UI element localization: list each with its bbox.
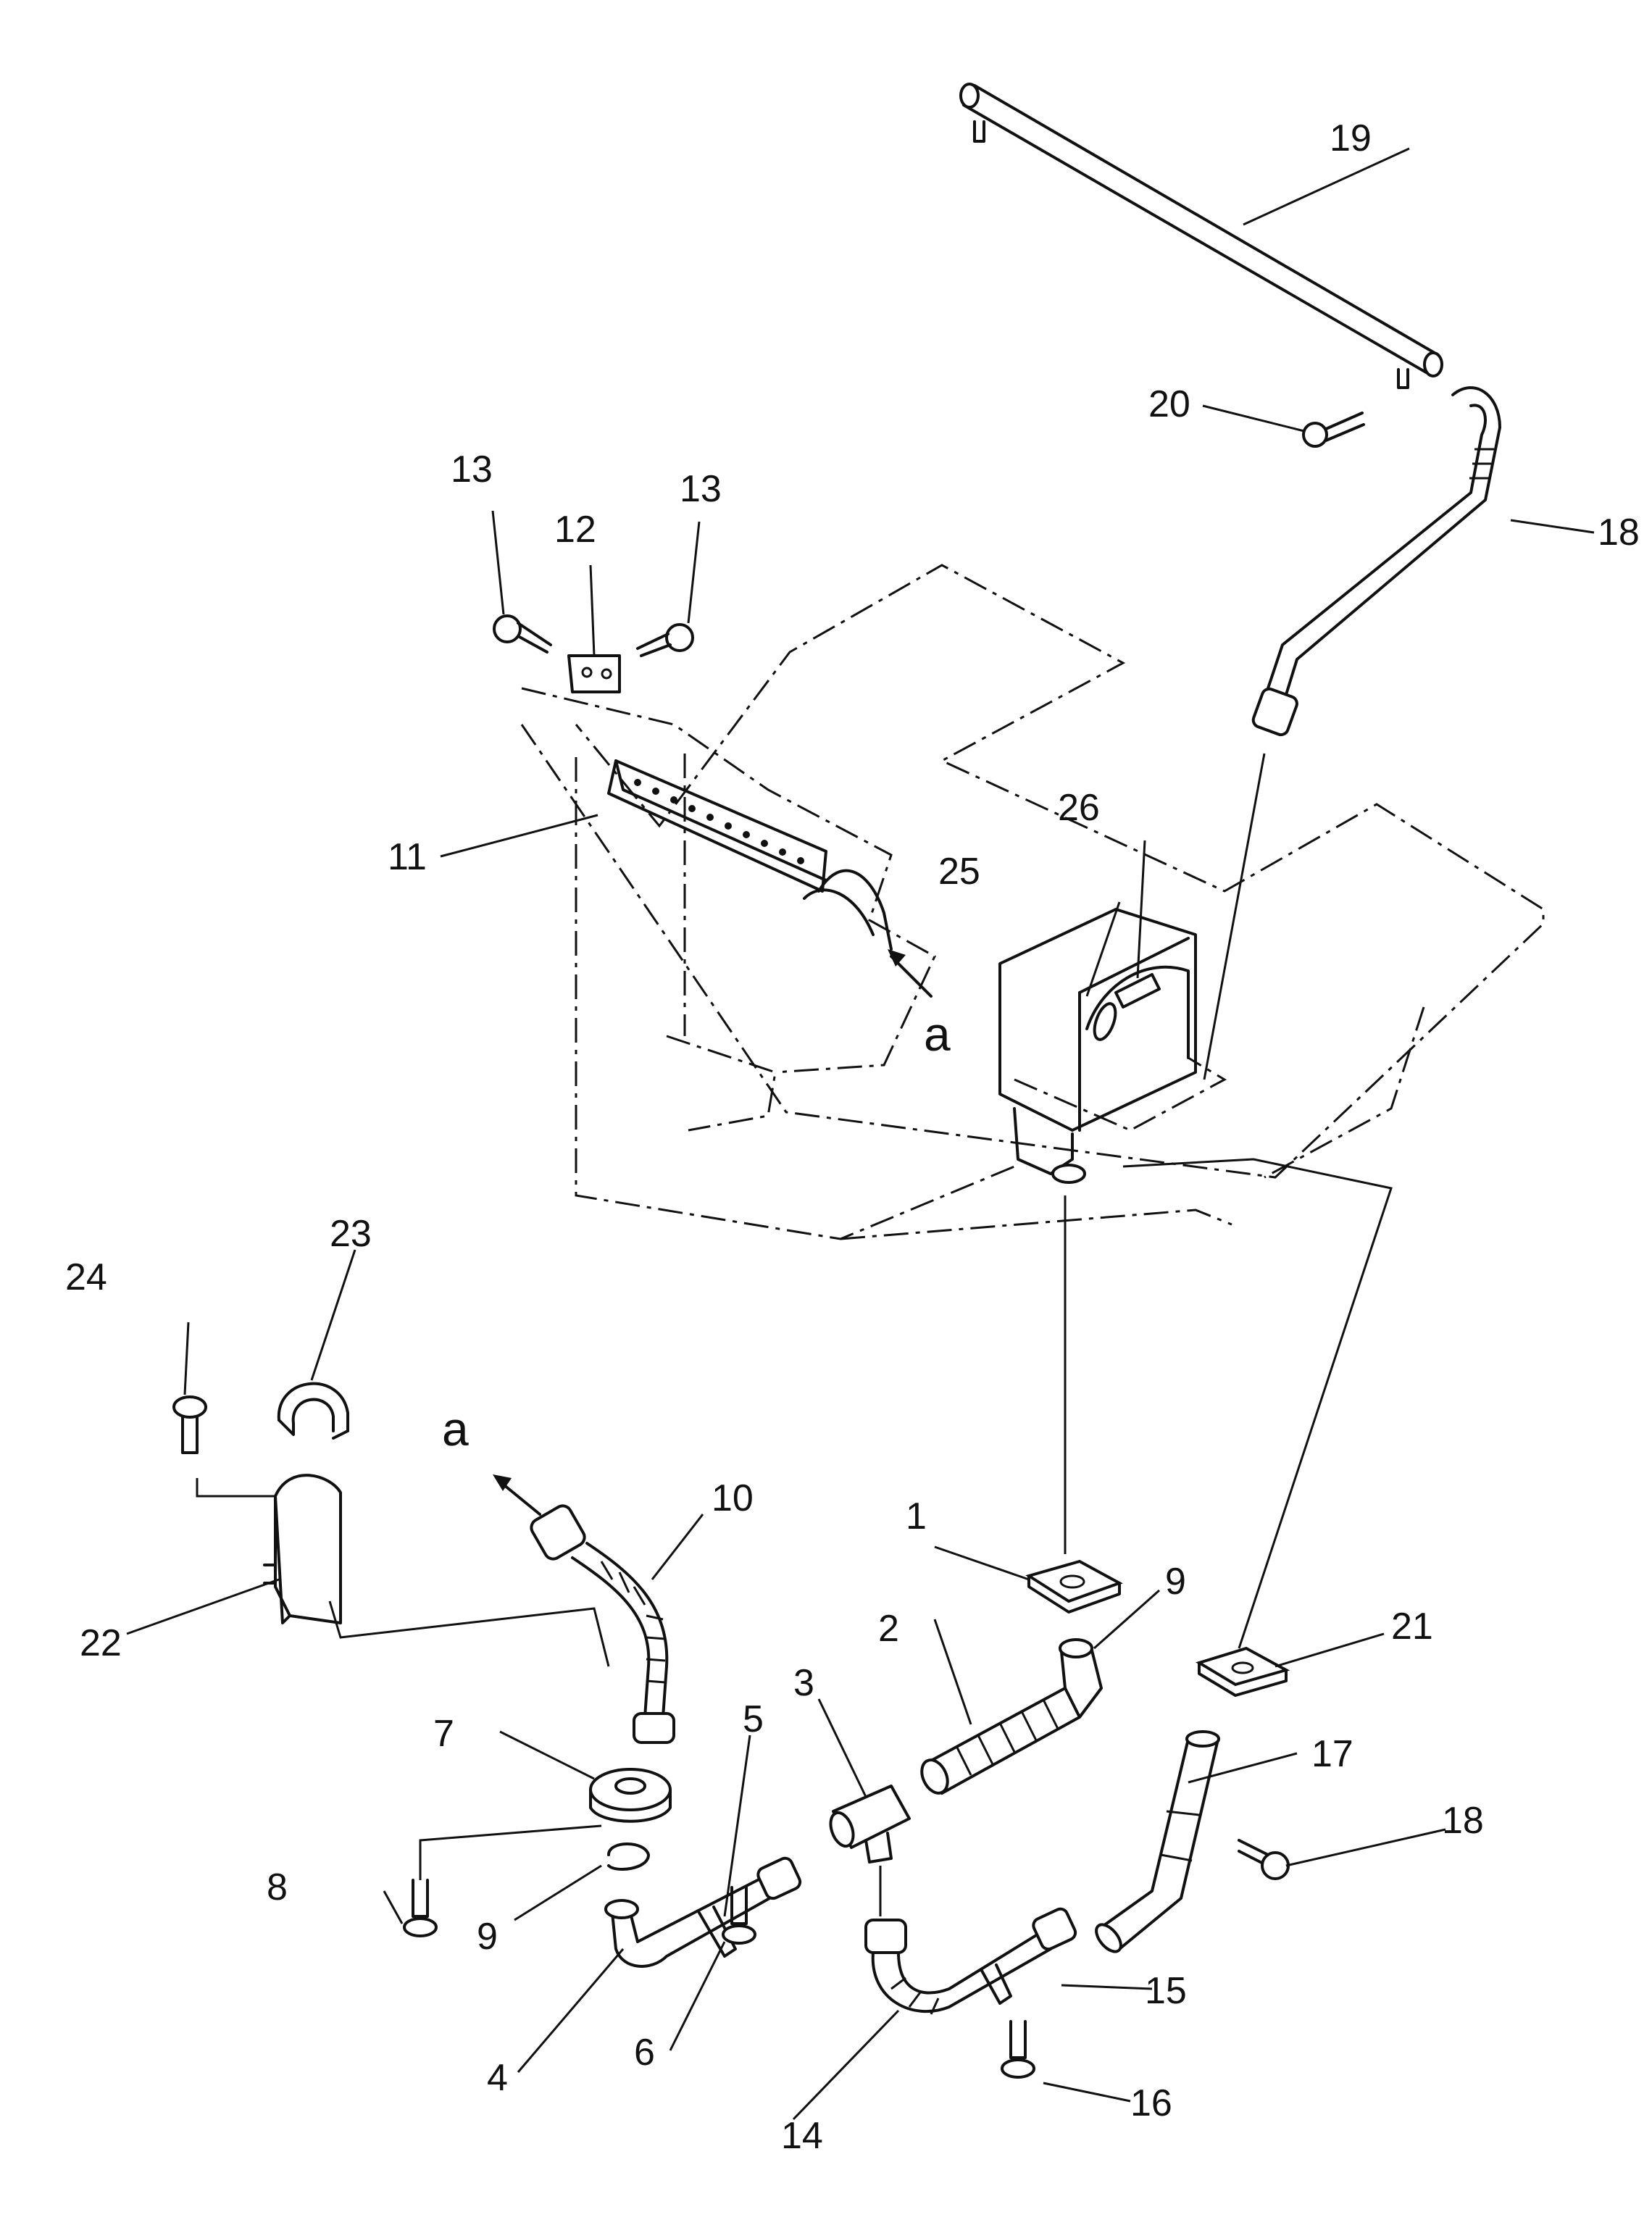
callout-17: 17 [1311,1733,1353,1775]
part-13-bolt-left [493,614,552,654]
callout-25: 24 [65,1256,107,1298]
part-22-bolt [1302,412,1365,448]
callout-2: 2 [878,1608,899,1650]
callout-20: 18 [1598,512,1640,554]
part-1-block [1025,1559,1123,1614]
callout-leaders [126,147,1595,2121]
part-19-block [1196,1646,1290,1697]
callout-9-right: 9 [1165,1561,1186,1603]
callout-1: 1 [906,1495,927,1537]
part-3-tee [829,1785,911,1863]
callout-3: 3 [793,1662,814,1704]
part-6-bolt [722,1886,756,1945]
part-13-bolt-right [636,623,694,657]
callout-11: 11 [388,836,427,878]
callout-12: 12 [554,509,596,551]
label-a-lower: a [442,1402,469,1456]
part-4-hose [604,1856,802,1968]
callout-21: 19 [1330,117,1372,159]
callout-23: 22 [80,1622,122,1664]
part-18-bolt [1238,1839,1290,1880]
callout-15: 15 [1145,1970,1187,2012]
part-21-tube [959,83,1443,389]
part-7-flange [589,1768,672,1823]
assembly-lines [196,753,1393,1916]
callout-5: 5 [743,1698,764,1740]
callout-24: 23 [330,1213,372,1255]
part-25-bolt [172,1395,207,1454]
part-9-clamp [607,1842,650,1871]
callout-18: 18 [1442,1800,1484,1842]
callout-8: 8 [267,1866,288,1908]
callout-16: 16 [1130,2082,1172,2124]
callout-7: 7 [433,1713,454,1755]
callout-22: 20 [1148,383,1190,425]
callout-26: 25 [938,851,980,893]
label-a-upper: a [924,1007,951,1061]
part-12-bracket [567,654,621,693]
part-2-hose [920,1638,1103,1795]
connection-arrow-upper [888,949,933,998]
callout-13-right: 13 [680,468,722,510]
callout-27: 26 [1058,787,1100,829]
part-8-bolt [403,1879,438,1937]
part-10-hose [530,1504,675,1744]
callout-6: 6 [634,2032,655,2074]
frame-outline [520,564,1545,1240]
callout-10: 10 [712,1477,754,1519]
connection-arrow-lower [493,1474,541,1516]
callout-4: 4 [487,2057,508,2099]
callout-9-left: 9 [477,1916,498,1958]
callout-14: 14 [781,2115,823,2157]
part-17-tube [1095,1730,1220,1953]
callout-19: 21 [1391,1606,1433,1648]
part-23-guard [263,1474,342,1624]
callout-labels: 19 20 18 13 12 13 11 25 26 a 24 23 a 10 … [65,117,1640,2157]
callout-13-left: 13 [451,448,493,491]
part-11-rail-holes [634,779,804,864]
reservoir-tank [998,908,1227,1184]
part-16-bolt [1001,2020,1035,2079]
part-24-clip [277,1382,349,1440]
part-20-pipe [1251,386,1501,737]
part-14-hose [864,1907,1077,2015]
part-11-rail [607,759,893,951]
